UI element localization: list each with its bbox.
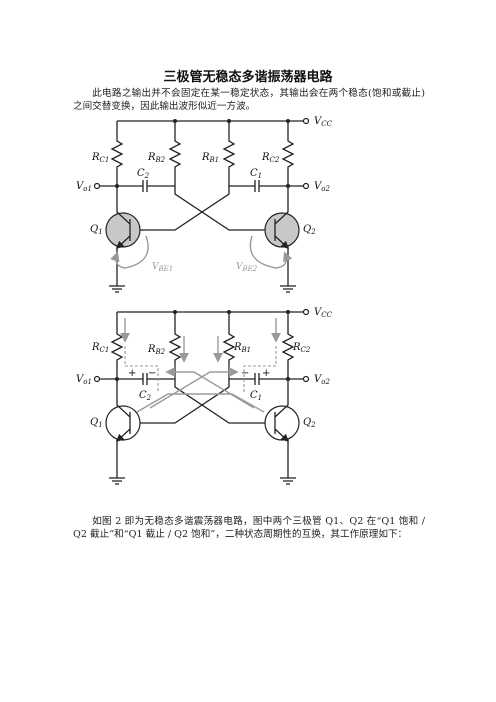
rc1-label: RC1 [91,152,109,164]
svg-text:RB1: RB1 [233,342,251,354]
vcc-label: VCC [314,116,333,128]
rc2-label: RC2 [261,152,280,164]
capacitor-c1 [254,180,260,192]
transistor-q2 [264,186,300,286]
page-title: 三极管无稳态多谐振荡器电路 [163,70,333,85]
explanation-paragraph: 如图 2 即为无稳态多谐震荡器电路，图中两个三极管 Q1、Q2 在“Q1 饱和 … [73,516,425,540]
svg-text:VCC: VCC [314,307,333,319]
c1-label: C1 [250,168,262,180]
resistor-rb2 [168,121,182,186]
rb2-label: RB2 [147,152,166,164]
svg-text:Vo1: Vo1 [76,374,92,386]
resistor-rc2 [281,121,295,186]
intro-paragraph: 此电路之输出并不会固定在某一稳定状态，其输出会在两个稳态(饱和或截止)之间交替变… [73,88,425,112]
vo1-label: Vo1 [76,181,92,193]
vo1-terminal [93,182,101,190]
svg-text:Vo2: Vo2 [314,374,330,386]
transistor-q1 [105,186,141,286]
svg-text:C2: C2 [139,390,152,402]
circuit-diagram-1 [93,117,310,293]
svg-text:Q2: Q2 [303,417,316,429]
q2-label: Q2 [303,224,316,236]
svg-text:C1: C1 [250,390,262,402]
capacitor-c2 [142,180,148,192]
vbe2-label: VBE2 [236,262,258,273]
vbe1-arrow [110,235,149,269]
vcc-terminal [302,117,310,125]
rb1-label: RB1 [201,152,219,164]
vo2-terminal [302,182,310,190]
svg-text:RC2: RC2 [292,342,311,354]
q1-label: Q1 [90,224,103,236]
minus-sign: − [148,368,156,379]
plus-sign: + [262,368,270,379]
resistor-rc1 [110,121,124,186]
circuit-diagram-2 [93,308,310,485]
svg-text:RB2: RB2 [147,344,166,356]
resistor-rb1 [222,121,236,186]
minus-sign: − [241,368,249,379]
ground-symbol [109,285,125,293]
vbe1-label: VBE1 [152,262,173,273]
vbe2-arrow [249,235,293,269]
svg-text:Q1: Q1 [90,417,103,429]
svg-text:RC1: RC1 [91,342,109,354]
vo2-label: Vo2 [314,181,330,193]
ground-symbol [280,285,296,293]
c2-label: C2 [137,168,150,180]
plus-sign: + [128,368,136,379]
